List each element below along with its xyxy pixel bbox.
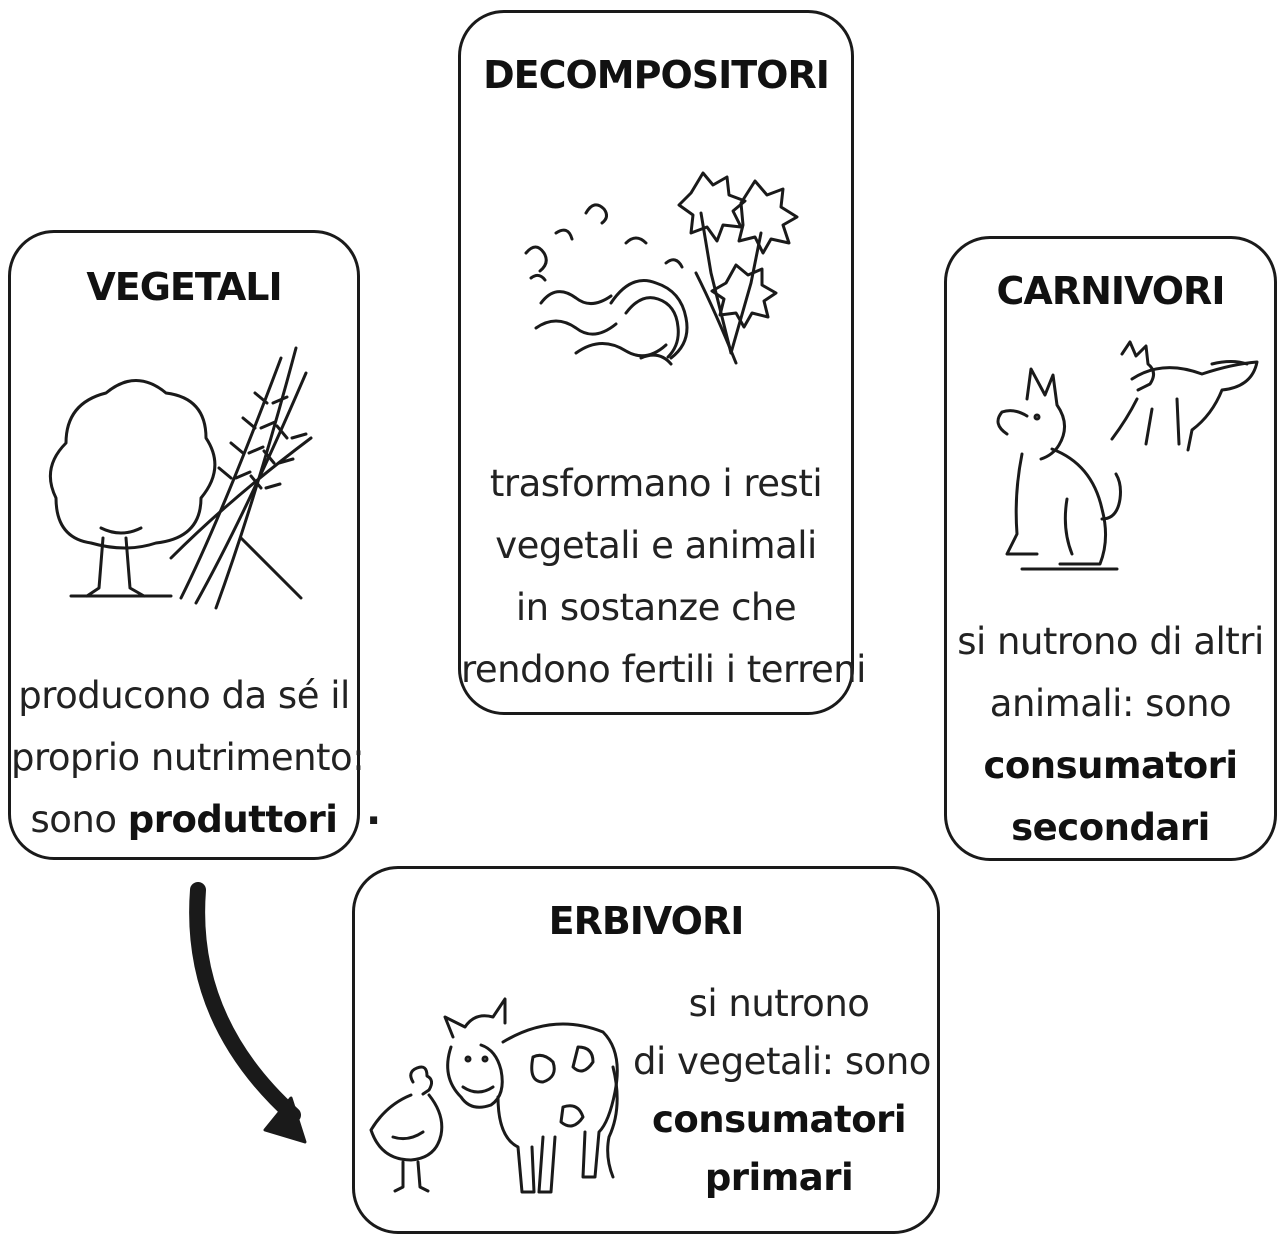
card-text-decompositori: trasformano i resti vegetali e animali i… [461, 453, 851, 701]
decompositori-line-3: in sostanze che [461, 577, 851, 639]
card-title-decompositori: DECOMPOSITORI [461, 53, 851, 97]
card-vegetali: VEGETALI producono da sé il proprio nutr… [8, 230, 360, 860]
trailing-period: . [366, 788, 381, 834]
card-decompositori: DECOMPOSITORI trasformano i resti vegeta… [458, 10, 854, 715]
card-title-erbivori: ERBIVORI [355, 899, 937, 943]
card-carnivori: CARNIVORI si nutrono di altri animali: s… [944, 236, 1277, 861]
vegetali-line-3: sono produttori [11, 789, 357, 851]
card-text-carnivori: si nutrono di altri animali: sono consum… [947, 611, 1274, 859]
vegetali-line-3-prefix: sono [31, 798, 128, 841]
decomposer-illustration [516, 153, 806, 383]
carnivori-line-1: si nutrono di altri [947, 611, 1274, 673]
vegetali-keyword-produttori: produttori [128, 798, 338, 841]
card-text-erbivori: si nutrono di vegetali: sono consumatori… [633, 975, 925, 1207]
erbivori-line-1: si nutrono [633, 975, 925, 1033]
erbivori-line-2: di vegetali: sono [633, 1033, 925, 1091]
decompositori-line-4: rendono fertili i terreni [461, 639, 851, 701]
card-erbivori: ERBIVORI si nutrono di vegetali: sono co… [352, 866, 940, 1234]
decompositori-line-2: vegetali e animali [461, 515, 851, 577]
carnivori-keyword-consumatori: consumatori [947, 735, 1274, 797]
card-title-carnivori: CARNIVORI [947, 269, 1274, 313]
carnivori-keyword-secondari: secondari [947, 797, 1274, 859]
vegetali-line-2: proprio nutrimento: [11, 727, 357, 789]
cow-hen-illustration [363, 987, 633, 1227]
erbivori-keyword-consumatori: consumatori [633, 1091, 925, 1149]
card-title-vegetali: VEGETALI [11, 265, 357, 309]
erbivori-keyword-primari: primari [633, 1149, 925, 1207]
dog-fox-illustration [982, 339, 1252, 579]
tree-wheat-illustration [31, 328, 331, 628]
card-text-vegetali: producono da sé il proprio nutrimento: s… [11, 665, 357, 851]
curved-arrow-icon [170, 880, 320, 1160]
carnivori-line-2: animali: sono [947, 673, 1274, 735]
vegetali-line-1: producono da sé il [11, 665, 357, 727]
decompositori-line-1: trasformano i resti [461, 453, 851, 515]
